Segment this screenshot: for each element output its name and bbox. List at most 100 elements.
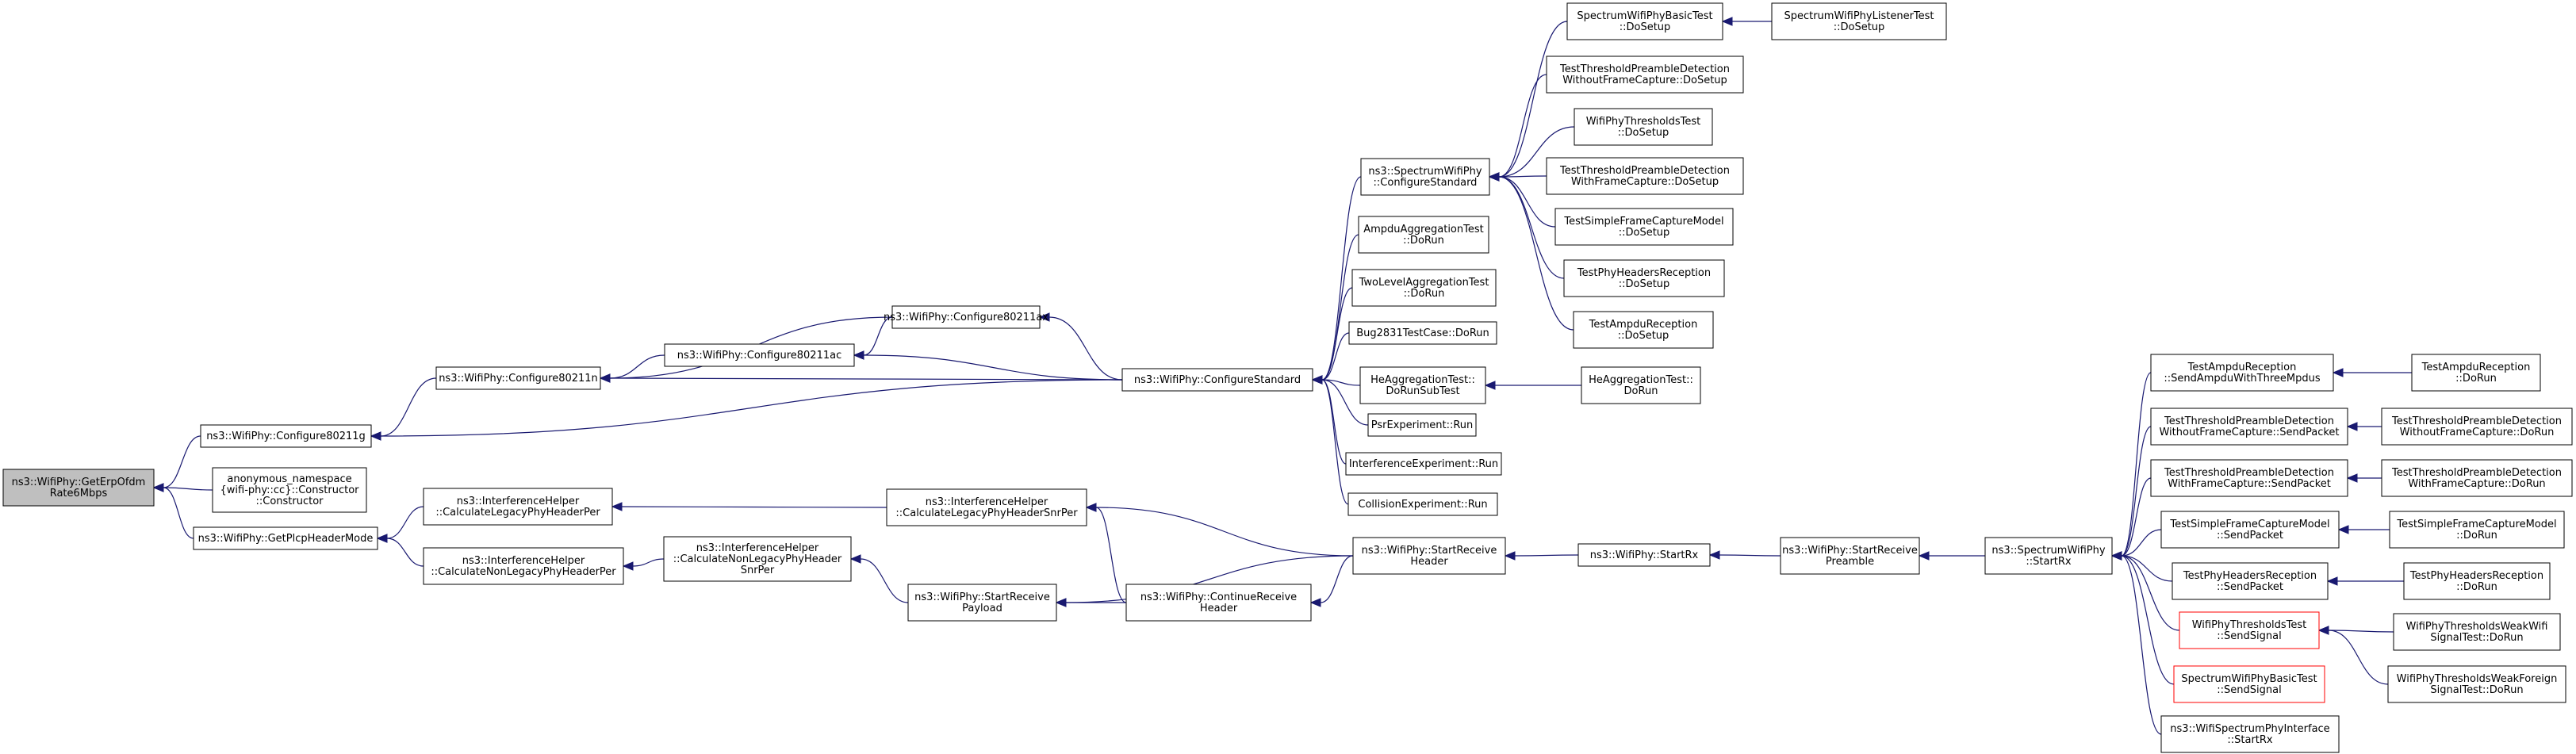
node-label-line: HeAggregationTest:: (1589, 374, 1693, 386)
node-spectrumwifiphybasictest-dosetup[interactable]: SpectrumWifiPhyBasicTest::DoSetup (1566, 2, 1723, 40)
node-ns3-wifiphy-configure80211g[interactable]: ns3::WifiPhy::Configure80211g (200, 424, 372, 448)
node-box (2381, 459, 2573, 497)
node-testsimpleframecapturemodel-sendpacket[interactable]: TestSimpleFrameCaptureModel::SendPacket (2160, 511, 2340, 549)
node-label-line: ::DoSetup (1619, 278, 1670, 290)
node-label-line: ::StartRx (2026, 556, 2072, 568)
node-wifiphythresholdsweakwifi-signaltest-dorun[interactable]: WifiPhyThresholdsWeakWifiSignalTest::DoR… (2393, 613, 2561, 651)
node-testthresholdpreambledetection-withoutframecapture-dosetup[interactable]: TestThresholdPreambleDetectionWithoutFra… (1546, 55, 1744, 94)
node-box (2150, 408, 2348, 446)
node-heaggregationtest-dorun[interactable]: HeAggregationTest::DoRun (1581, 366, 1701, 404)
call-edge (1488, 172, 1574, 331)
node-testsimpleframecapturemodel-dorun[interactable]: TestSimpleFrameCaptureModel::DoRun (2389, 511, 2565, 549)
node-label-line: DoRun (1624, 385, 1658, 397)
call-edge (1085, 503, 1354, 557)
node-anonymous-namespace-wifi-phy-cc-constructor-constructor[interactable]: anonymous_namespace{wifi-phy::cc}::Const… (212, 467, 367, 513)
node-testphyheadersreception-dosetup[interactable]: TestPhyHeadersReception::DoSetup (1563, 259, 1725, 297)
call-edge (370, 379, 1123, 441)
node-ns3-interferencehelper-calculatenonlegacyphyheader-snrper[interactable]: ns3::InterferenceHelper::CalculateNonLeg… (663, 536, 852, 582)
node-label-line: TestPhyHeadersReception (2183, 570, 2317, 582)
call-edge (1055, 555, 1354, 607)
node-testthresholdpreambledetection-withframecapture-dosetup[interactable]: TestThresholdPreambleDetectionWithFrameC… (1546, 157, 1744, 195)
node-testphyheadersreception-sendpacket[interactable]: TestPhyHeadersReception::SendPacket (2172, 562, 2329, 600)
node-label-line: InterferenceExperiment::Run (1349, 458, 1498, 470)
node-box (1347, 492, 1498, 516)
node-ns3-interferencehelper-calculatelegacyphyheaderper[interactable]: ns3::InterferenceHelper::CalculateLegacy… (423, 488, 613, 526)
node-spectrumwifiphybasictest-sendsignal[interactable]: SpectrumWifiPhyBasicTest::SendSignal (2173, 665, 2325, 703)
node-ns3-wifiphy-configure80211ax[interactable]: ns3::WifiPhy::Configure80211ax (884, 305, 1048, 329)
node-bug2831testcase-dorun[interactable]: Bug2831TestCase::DoRun (1348, 321, 1497, 345)
node-wifiphythresholdsweakforeign-signaltest-dorun[interactable]: WifiPhyThresholdsWeakForeignSignalTest::… (2387, 665, 2566, 703)
node-testthresholdpreambledetection-withoutframecapture-dorun[interactable]: TestThresholdPreambleDetectionWithoutFra… (2381, 408, 2573, 446)
node-label-line: ns3::WifiPhy::Configure80211g (206, 431, 366, 442)
node-label-line: HeAggregationTest:: (1370, 374, 1475, 386)
node-interferenceexperiment-run[interactable]: InterferenceExperiment::Run (1345, 452, 1502, 476)
node-testthresholdpreambledetection-withoutframecapture-sendpacket[interactable]: TestThresholdPreambleDetectionWithoutFra… (2150, 408, 2348, 446)
node-ns3-spectrumwifiphy-configurestandard[interactable]: ns3::SpectrumWifiPhy::ConfigureStandard (1360, 158, 1490, 196)
node-label-line: Header (1200, 603, 1238, 614)
node-heaggregationtest-dorunsubtest[interactable]: HeAggregationTest::DoRunSubTest (1359, 366, 1486, 404)
node-testthresholdpreambledetection-withframecapture-dorun[interactable]: TestThresholdPreambleDetectionWithFrameC… (2381, 459, 2573, 497)
arrowhead (599, 373, 611, 383)
node-testampdureception-dosetup[interactable]: TestAmpduReception::DoSetup (1573, 311, 1714, 349)
node-label-line: anonymous_namespace (227, 473, 351, 485)
node-label-line: ::CalculateNonLegacyPhyHeader (673, 553, 842, 565)
node-wifiphythresholdstest-sendsignal[interactable]: WifiPhyThresholdsTest::SendSignal (2179, 611, 2320, 649)
node-label-line: ns3::WifiPhy::StartReceive (1362, 545, 1497, 557)
call-edge (849, 554, 909, 603)
call-edge (2110, 551, 2162, 735)
node-label-line: ::CalculateLegacyPhyHeaderPer (435, 507, 600, 519)
node-wifiphythresholdstest-dosetup[interactable]: WifiPhyThresholdsTest::DoSetup (1574, 108, 1713, 146)
node-testphyheadersreception-dorun[interactable]: TestPhyHeadersReception::DoRun (2403, 562, 2551, 600)
call-edge (2110, 551, 2175, 685)
node-label-line: ns3::WifiPhy::Configure80211ax (884, 312, 1048, 323)
node-psrexperiment-run[interactable]: PsrExperiment::Run (1367, 413, 1477, 437)
node-label-line: ::SendPacket (2217, 530, 2283, 542)
node-testampdureception-sendampduwiththreempdus[interactable]: TestAmpduReception::SendAmpduWithThreeMp… (2150, 354, 2334, 392)
node-collisionexperiment-run[interactable]: CollisionExperiment::Run (1347, 492, 1498, 516)
node-ns3-wifispectrumphyinterface-startrx[interactable]: ns3::WifiSpectrumPhyInterface::StartRx (2160, 715, 2340, 753)
node-label-line: TestPhyHeadersReception (2409, 570, 2543, 582)
node-box (1780, 537, 1920, 575)
node-testampdureception-dorun[interactable]: TestAmpduReception::DoRun (2411, 354, 2541, 392)
call-edge (2346, 422, 2382, 431)
node-ns3-spectrumwifiphy-startrx[interactable]: ns3::SpectrumWifiPhy::StartRx (1984, 537, 2113, 575)
node-label-line: TestThresholdPreambleDetection (2391, 467, 2562, 479)
node-box (2393, 613, 2561, 651)
arrowhead (622, 561, 634, 571)
node-ampduaggregationtest-dorun[interactable]: AmpduAggregationTest::DoRun (1358, 216, 1489, 254)
node-ns3-wifiphy-getplcpheadermode[interactable]: ns3::WifiPhy::GetPlcpHeaderMode (193, 526, 378, 550)
node-ns3-wifiphy-configure80211n[interactable]: ns3::WifiPhy::Configure80211n (435, 366, 601, 390)
node-box (1351, 269, 1497, 307)
node-label-line: ::DoSetup (1834, 21, 1885, 33)
node-testsimpleframecapturemodel-dosetup[interactable]: TestSimpleFrameCaptureModel::DoSetup (1554, 208, 1734, 246)
node-box (1581, 366, 1701, 404)
arrowhead (2346, 473, 2358, 483)
node-label-line: SpectrumWifiPhyBasicTest (2181, 673, 2317, 685)
node-box (1348, 321, 1497, 345)
node-label-line: ns3::InterferenceHelper (926, 496, 1048, 508)
arrowhead (1309, 598, 1321, 607)
node-box (1367, 413, 1477, 437)
node-testthresholdpreambledetection-withframecapture-sendpacket[interactable]: TestThresholdPreambleDetectionWithFrameC… (2150, 459, 2348, 497)
arrowhead (1311, 375, 1323, 385)
node-spectrumwifiphylistenertest-dosetup[interactable]: SpectrumWifiPhyListenerTest::DoSetup (1771, 2, 1947, 40)
node-label-line: TwoLevelAggregationTest (1359, 277, 1489, 289)
call-edge (1311, 234, 1359, 385)
node-ns3-interferencehelper-calculatenonlegacyphyheaderper[interactable]: ns3::InterferenceHelper::CalculateNonLeg… (423, 547, 624, 585)
call-edge (2110, 551, 2180, 631)
node-label-line: ns3::SpectrumWifiPhy (1991, 545, 2105, 557)
node-label-line: ::SendPacket (2217, 581, 2283, 593)
node-ns3-wifiphy-configurestandard[interactable]: ns3::WifiPhy::ConfigureStandard (1121, 368, 1313, 392)
node-ns3-wifiphy-configure80211ac[interactable]: ns3::WifiPhy::Configure80211ac (664, 343, 855, 367)
node-box (423, 547, 624, 585)
node-twolevelaggregationtest-dorun[interactable]: TwoLevelAggregationTest::DoRun (1351, 269, 1497, 307)
node-ns3-wifiphy-startrx[interactable]: ns3::WifiPhy::StartRx (1577, 543, 1711, 567)
node-ns3-interferencehelper-calculatelegacyphyheadersnrper[interactable]: ns3::InterferenceHelper::CalculateLegacy… (886, 488, 1087, 526)
node-box (2173, 665, 2325, 703)
